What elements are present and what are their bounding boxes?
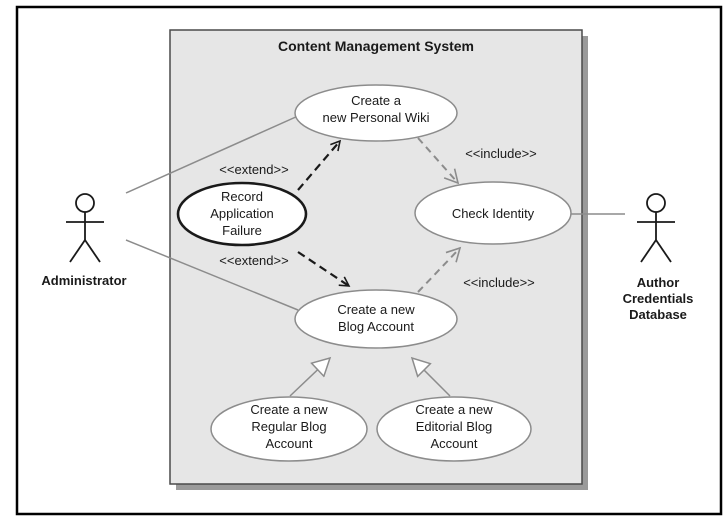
- usecase-check-identity-label: Check Identity: [452, 206, 535, 221]
- actor-administrator-head: [75, 193, 95, 213]
- system-title: Content Management System: [278, 38, 474, 54]
- usecase-regular-blog-line2: Regular Blog: [251, 419, 326, 434]
- usecase-editorial-blog-line2: Editorial Blog: [416, 419, 493, 434]
- usecase-record-failure-line3: Failure: [222, 223, 262, 238]
- usecase-regular-blog-line1: Create a new: [250, 402, 328, 417]
- usecase-blog-account-line2: Blog Account: [338, 319, 414, 334]
- actor-author-db-label-line1: Author: [637, 275, 680, 290]
- actor-administrator-right-leg: [84, 239, 101, 263]
- assoc-admin-wiki: [125, 115, 299, 194]
- actor-administrator: [66, 193, 104, 263]
- usecase-blog-account: Create a new Blog Account: [294, 289, 458, 349]
- extend-label-top: <<extend>>: [219, 162, 288, 177]
- usecase-editorial-blog-line3: Account: [431, 436, 478, 451]
- include-blog-checkid: [417, 246, 462, 293]
- actor-author-db-label-line3: Database: [629, 307, 687, 322]
- actor-author-db-label-line2: Credentials: [623, 291, 694, 306]
- usecase-record-failure-line2: Application: [210, 206, 274, 221]
- actor-author-db-right-leg: [655, 239, 672, 263]
- usecase-check-identity: Check Identity: [414, 181, 572, 245]
- extend-failure-wiki: [297, 139, 342, 191]
- usecase-editorial-blog: Create a new Editorial Blog Account: [376, 396, 532, 462]
- usecase-personal-wiki-line1: Create a: [351, 93, 402, 108]
- actor-author-db-head: [646, 193, 666, 213]
- generalization-editorial: [412, 358, 451, 397]
- assoc-admin-blog: [125, 239, 299, 311]
- usecase-record-failure: Record Application Failure: [176, 181, 308, 247]
- generalization-regular: [289, 358, 330, 397]
- actor-author-credentials-db: [637, 193, 675, 263]
- include-wiki-checkid: [417, 137, 460, 185]
- actor-author-db-left-leg: [640, 239, 657, 263]
- extend-label-bottom: <<extend>>: [219, 253, 288, 268]
- usecase-editorial-blog-line1: Create a new: [415, 402, 493, 417]
- outer-frame: [15, 5, 723, 516]
- extend-failure-blog: [297, 251, 351, 287]
- actor-administrator-left-leg: [69, 239, 86, 263]
- usecase-record-failure-line1: Record: [221, 189, 263, 204]
- include-label-bottom: <<include>>: [463, 275, 535, 290]
- include-label-top: <<include>>: [465, 146, 537, 161]
- usecase-personal-wiki-line2: new Personal Wiki: [323, 110, 430, 125]
- usecase-blog-account-line1: Create a new: [337, 302, 415, 317]
- actor-administrator-label: Administrator: [41, 273, 126, 288]
- usecase-personal-wiki: Create a new Personal Wiki: [294, 84, 458, 142]
- usecase-regular-blog: Create a new Regular Blog Account: [210, 396, 368, 462]
- usecase-regular-blog-line3: Account: [266, 436, 313, 451]
